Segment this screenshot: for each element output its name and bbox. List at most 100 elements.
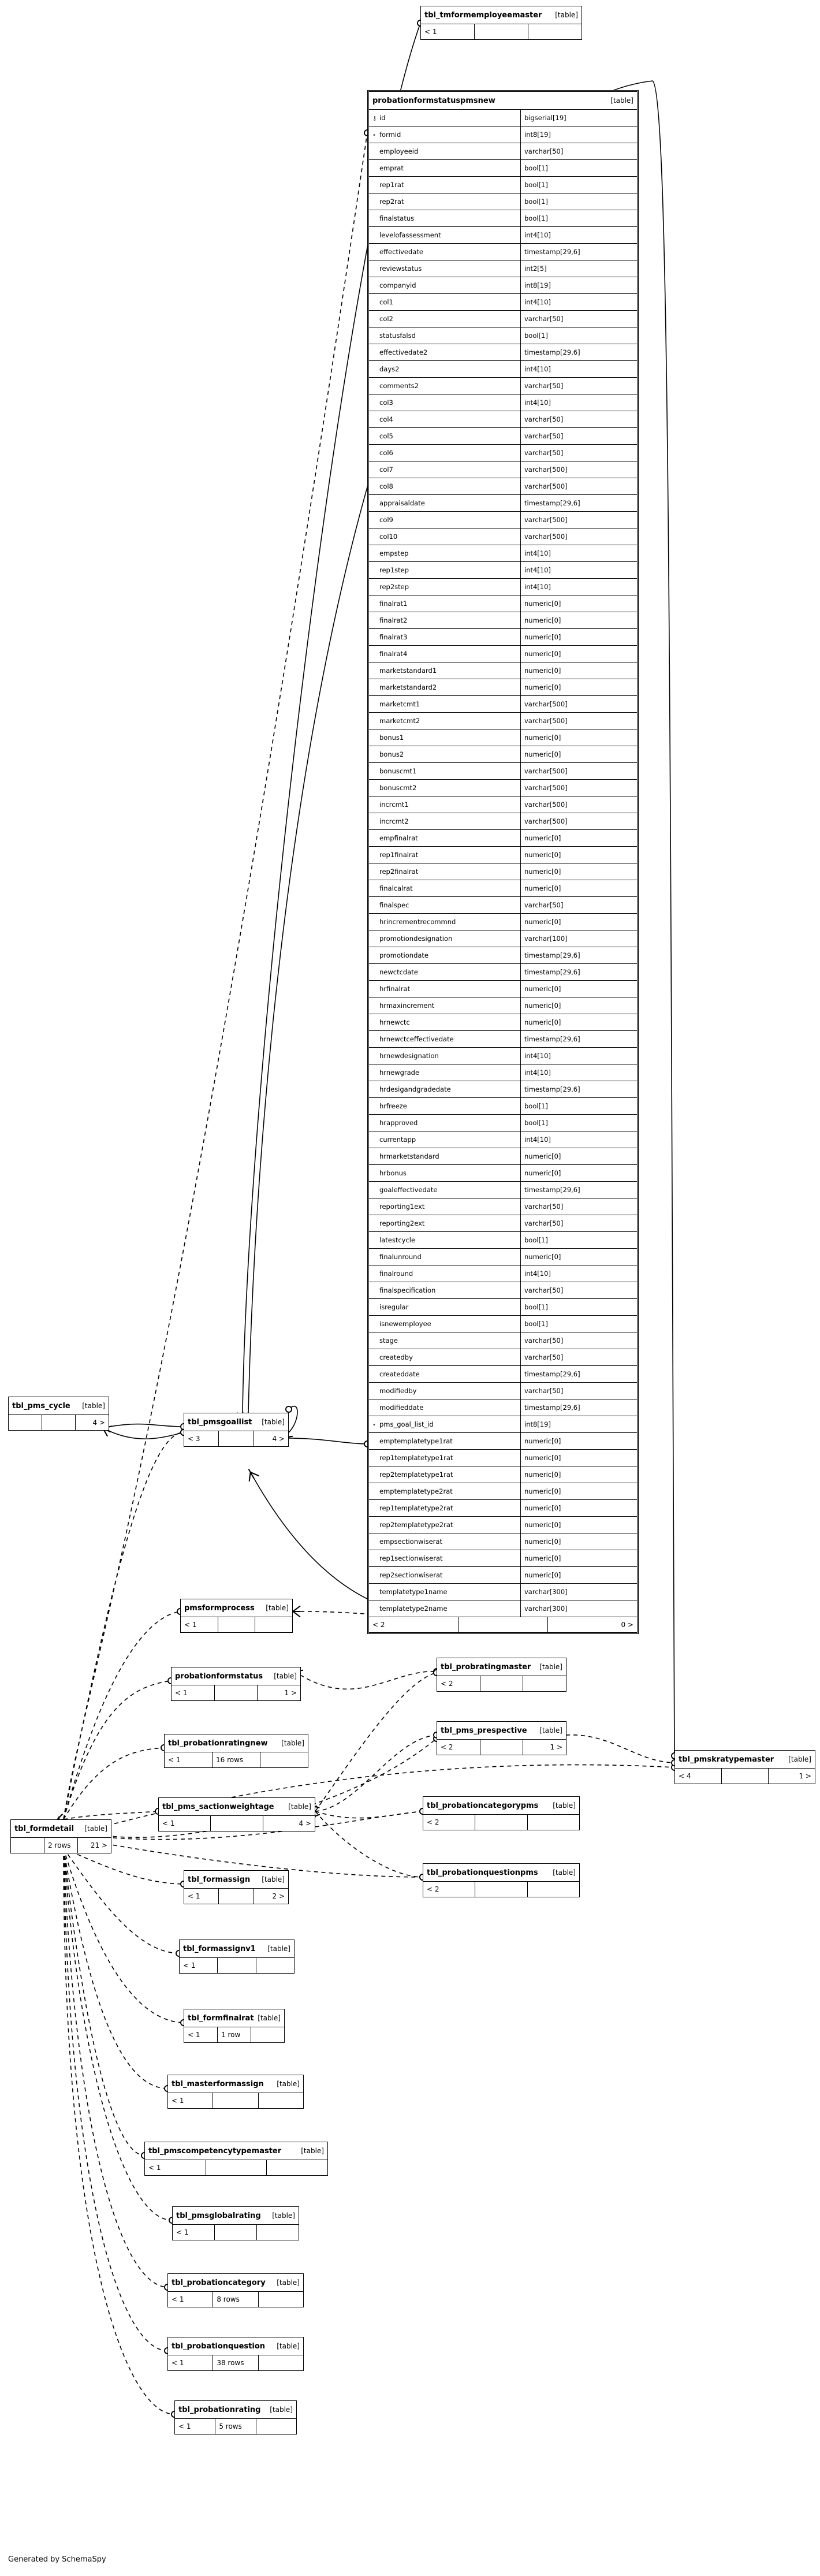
child-count[interactable]: [260, 1752, 308, 1767]
child-count[interactable]: [257, 2225, 299, 2240]
table-name[interactable]: tbl_masterformassign: [172, 2079, 264, 2089]
table-tbl-probratingmaster[interactable]: tbl_probratingmaster[table]< 2: [437, 1658, 566, 1692]
parent-count[interactable]: < 3: [184, 1431, 219, 1446]
table-name[interactable]: tbl_formfinalrat: [188, 2013, 254, 2023]
parent-count[interactable]: < 1: [168, 2355, 214, 2370]
table-name[interactable]: tbl_pmscompetencytypemaster: [148, 2146, 282, 2156]
parent-count[interactable]: < 1: [168, 2093, 214, 2108]
child-count[interactable]: [259, 2355, 303, 2370]
table-name[interactable]: tbl_tmformemployeemaster: [424, 10, 542, 20]
table-name[interactable]: tbl_pms_prespective: [441, 1726, 527, 1735]
child-count[interactable]: [267, 2160, 327, 2175]
table-tbl-pmscompetencytypemaster[interactable]: tbl_pmscompetencytypemaster[table]< 1: [144, 2142, 328, 2176]
table-name[interactable]: tbl_pmskratypemaster: [679, 1755, 774, 1764]
parent-count[interactable]: < 1: [172, 1685, 215, 1700]
table-name[interactable]: tbl_probationquestion: [172, 2342, 266, 2351]
parent-count[interactable]: < 2: [369, 1617, 459, 1632]
parent-count[interactable]: < 2: [423, 1815, 476, 1830]
child-count[interactable]: [528, 24, 582, 39]
parent-count[interactable]: < 4: [675, 1769, 722, 1784]
child-count[interactable]: 2 >: [272, 1892, 285, 1900]
child-count[interactable]: 1 >: [550, 1743, 563, 1751]
child-count[interactable]: 4 >: [299, 1819, 311, 1827]
table-tbl-probationcategorypms[interactable]: tbl_probationcategorypms[table]< 2: [423, 1796, 580, 1830]
table-name[interactable]: tbl_formassign: [188, 1875, 251, 1884]
table-tbl-formassignv1[interactable]: tbl_formassignv1[table]< 1: [179, 1940, 295, 1974]
table-pmsformprocess[interactable]: pmsformprocess[table]< 1: [180, 1599, 293, 1633]
parent-count[interactable]: < 1: [175, 2419, 216, 2434]
parent-count[interactable]: < 2: [437, 1740, 480, 1755]
child-count[interactable]: 4 >: [272, 1435, 285, 1443]
child-count[interactable]: 0 >: [621, 1621, 633, 1629]
table-name[interactable]: tbl_probationrating: [178, 2405, 261, 2414]
child-count[interactable]: [256, 2419, 296, 2434]
child-count[interactable]: [528, 1815, 579, 1830]
table-name[interactable]: probationformstatus: [175, 1672, 263, 1681]
table-name[interactable]: tbl_probationratingnew: [168, 1739, 268, 1748]
parent-count[interactable]: < 1: [184, 2027, 218, 2042]
parent-count[interactable]: < 1: [180, 1958, 218, 1973]
child-count[interactable]: [256, 1958, 294, 1973]
parent-count[interactable]: < 1: [165, 1752, 213, 1767]
child-count[interactable]: 4 >: [92, 1419, 105, 1427]
table-tbl-pms-cycle[interactable]: tbl_pms_cycle[table]4 >: [8, 1397, 109, 1431]
table-name[interactable]: tbl_pmsgoallist: [188, 1417, 252, 1427]
